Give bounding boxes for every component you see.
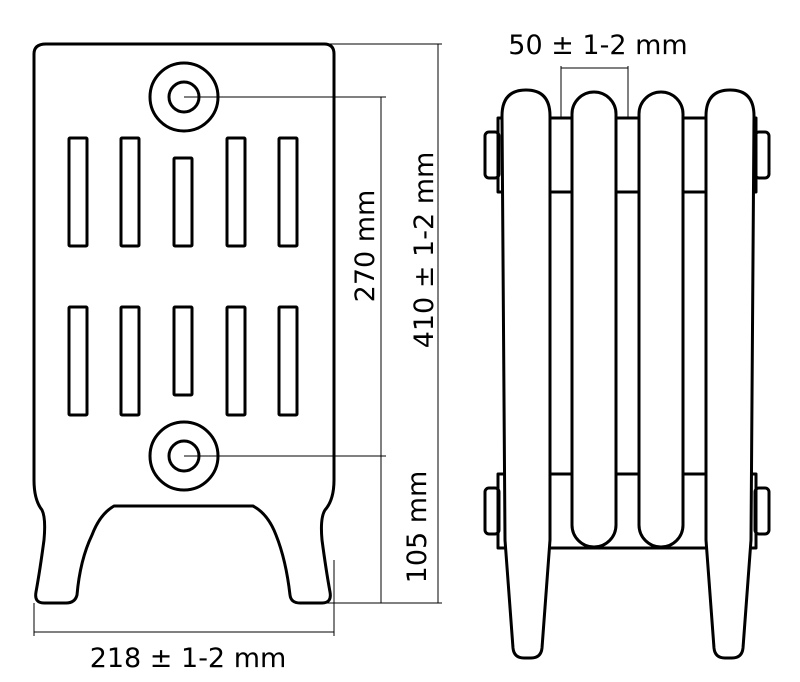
upper-slots: [67, 136, 299, 248]
side-view: [483, 88, 771, 660]
plug-left-bottom: [483, 486, 501, 536]
slot: [67, 305, 89, 417]
plug-right-bottom: [753, 486, 771, 536]
section-inner-2: [637, 90, 685, 549]
dim-label-axis-distance: 270 mm: [350, 190, 381, 303]
slot: [277, 136, 299, 248]
slot: [225, 136, 247, 248]
front-dimension-lines: [33, 43, 442, 636]
slot: [119, 305, 141, 417]
slot: [277, 305, 299, 417]
section-right-outer: [704, 88, 756, 660]
slot: [119, 136, 141, 248]
front-view: [32, 42, 336, 605]
dim-label-section-pitch: 50 ± 1-2 mm: [508, 30, 687, 61]
plug-left-top: [483, 130, 501, 180]
dim-label-width: 218 ± 1-2 mm: [90, 643, 287, 674]
section-inner-1: [570, 90, 618, 549]
slot: [172, 156, 194, 248]
section-left-outer: [500, 88, 552, 660]
dim-label-axis-height: 105 mm: [402, 471, 433, 584]
slot: [172, 305, 194, 397]
lower-slots: [67, 305, 299, 417]
side-dimension-lines: [560, 66, 629, 118]
slot: [67, 136, 89, 248]
front-view-outline: [32, 42, 336, 605]
slot: [225, 305, 247, 417]
dim-label-height: 410 ± 1-2 mm: [409, 152, 440, 349]
